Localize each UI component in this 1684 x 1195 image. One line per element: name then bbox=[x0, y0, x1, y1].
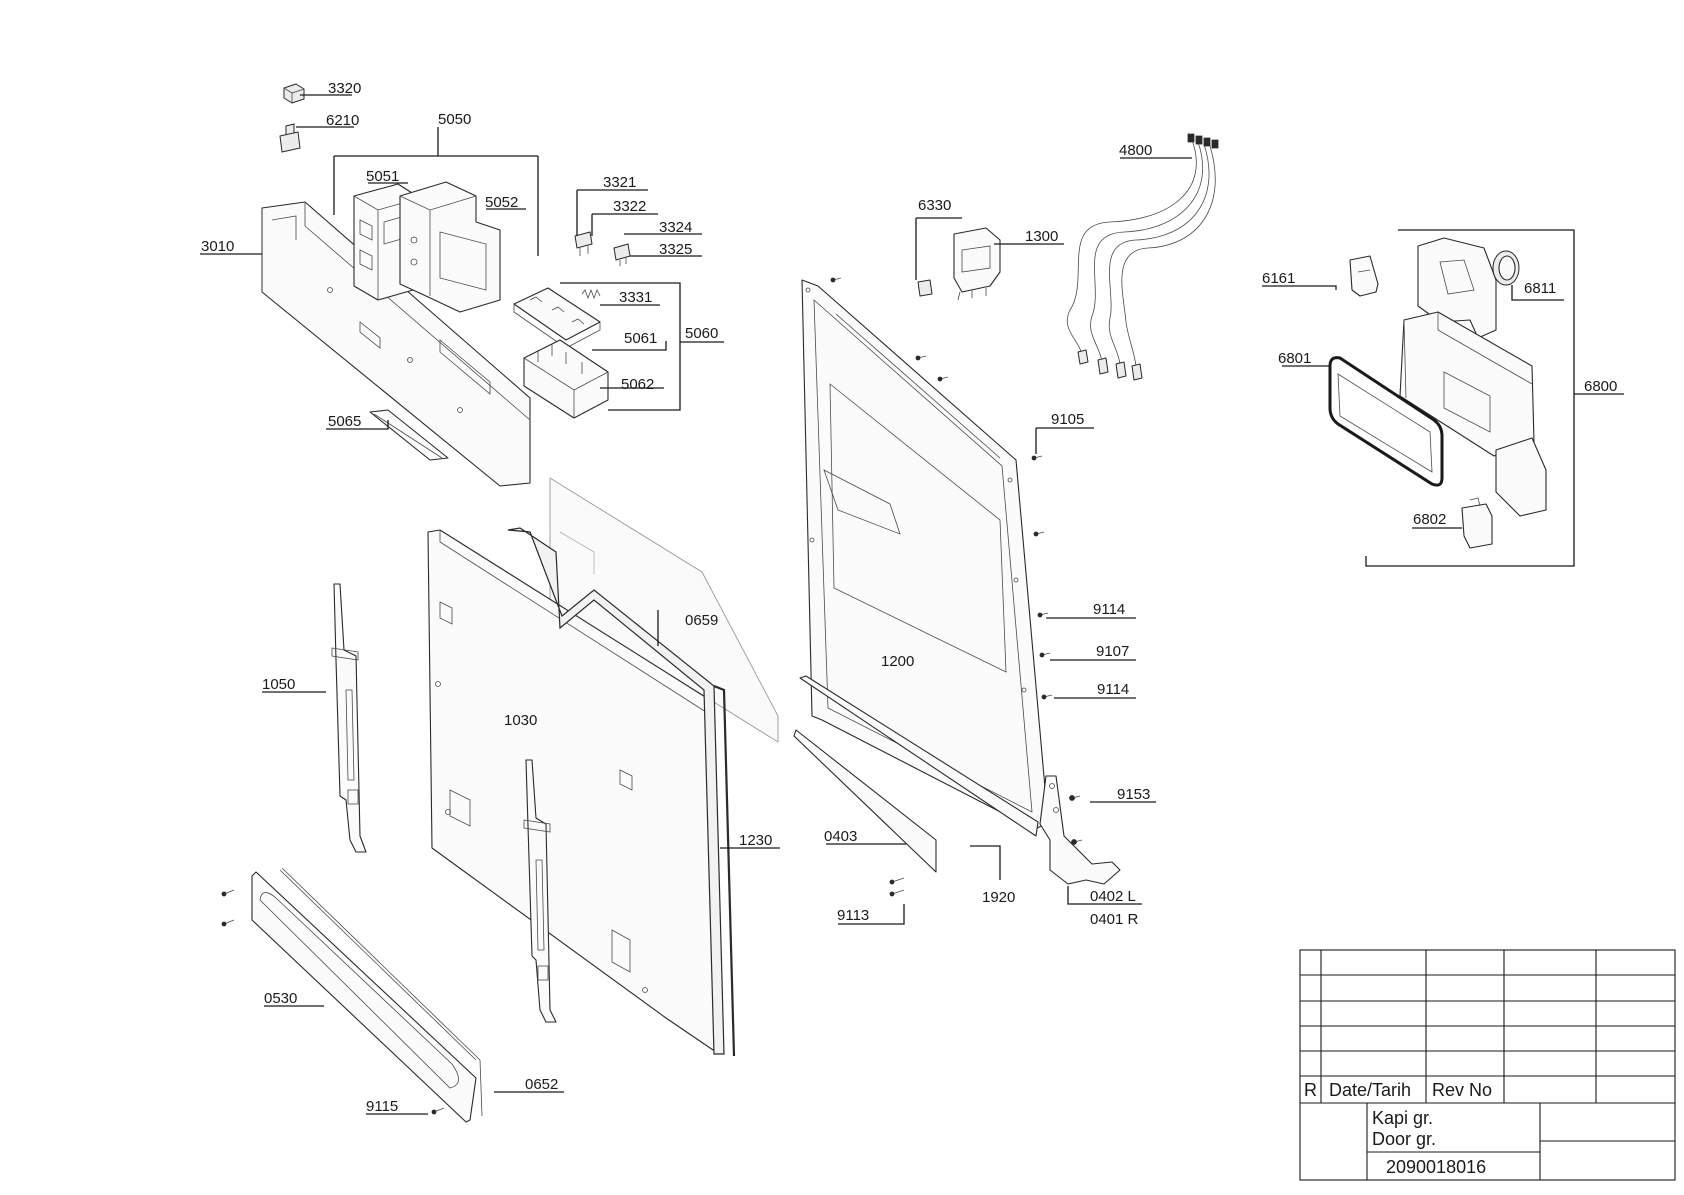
part-5061-board bbox=[513, 287, 601, 349]
label-1200: 1200 bbox=[881, 653, 914, 670]
label-3010: 3010 bbox=[201, 238, 234, 255]
label-6800: 6800 bbox=[1584, 378, 1617, 395]
label-6802: 6802 bbox=[1413, 511, 1446, 528]
part-6801-gasket bbox=[1328, 356, 1444, 487]
label-9114-lower: 9114 bbox=[1097, 681, 1129, 698]
label-0530: 0530 bbox=[264, 990, 297, 1007]
label-9153: 9153 bbox=[1117, 786, 1150, 803]
part-3324-3325-clips bbox=[613, 243, 631, 266]
label-5051: 5051 bbox=[366, 168, 399, 185]
part-6161-cover bbox=[1349, 255, 1379, 297]
part-labels: 3320 6210 5050 5051 5052 3010 3321 3322 … bbox=[201, 80, 1617, 1115]
label-5050: 5050 bbox=[438, 111, 471, 128]
label-5062: 5062 bbox=[621, 376, 654, 393]
part-0652-bar bbox=[281, 867, 483, 1117]
label-4800: 4800 bbox=[1119, 142, 1152, 159]
label-6330: 6330 bbox=[918, 197, 951, 214]
title-block-name-en: Door gr. bbox=[1372, 1129, 1436, 1149]
label-3324: 3324 bbox=[659, 219, 692, 236]
label-9107: 9107 bbox=[1096, 643, 1129, 660]
label-6801: 6801 bbox=[1278, 350, 1311, 367]
label-9105: 9105 bbox=[1051, 411, 1084, 428]
title-block-r: R bbox=[1304, 1080, 1317, 1100]
label-0652: 0652 bbox=[525, 1076, 558, 1093]
title-block-doc-number: 2090018016 bbox=[1386, 1157, 1486, 1177]
label-5052: 5052 bbox=[485, 194, 518, 211]
leader-lines bbox=[200, 94, 1624, 1115]
part-1050-hinge-rail bbox=[331, 583, 367, 853]
label-1300: 1300 bbox=[1025, 228, 1058, 245]
part-6802-valve bbox=[1461, 497, 1493, 549]
label-6161: 6161 bbox=[1262, 270, 1295, 287]
part-1230-seal-profile bbox=[507, 527, 736, 1057]
label-6210: 6210 bbox=[326, 112, 359, 129]
part-3320-knob bbox=[283, 83, 305, 104]
label-3322: 3322 bbox=[613, 198, 646, 215]
part-0530-handle bbox=[251, 869, 477, 1123]
part-6210-selector bbox=[279, 123, 301, 153]
label-9115: 9115 bbox=[366, 1098, 398, 1115]
label-9114-upper: 9114 bbox=[1093, 601, 1125, 618]
label-1030: 1030 bbox=[504, 712, 537, 729]
title-block-date-label: Date/Tarih bbox=[1329, 1080, 1411, 1100]
label-5061: 5061 bbox=[624, 330, 657, 347]
label-5065: 5065 bbox=[328, 413, 361, 430]
title-block: R Date/Tarih Rev No Kapi gr. Door gr. 20… bbox=[1299, 949, 1676, 1181]
screws bbox=[221, 277, 1083, 1115]
part-6811-ring bbox=[1492, 250, 1520, 286]
label-6811: 6811 bbox=[1524, 280, 1556, 297]
label-3321: 3321 bbox=[603, 174, 636, 191]
label-3320: 3320 bbox=[328, 80, 361, 97]
label-9113: 9113 bbox=[837, 907, 869, 924]
part-3331-spring bbox=[581, 288, 601, 300]
part-5052-module bbox=[399, 181, 501, 313]
label-3331: 3331 bbox=[619, 289, 652, 306]
part-6800-dispenser bbox=[1399, 237, 1547, 517]
label-5060: 5060 bbox=[685, 325, 718, 342]
title-block-rev-label: Rev No bbox=[1432, 1080, 1492, 1100]
label-1050: 1050 bbox=[262, 676, 295, 693]
part-5062-key-block bbox=[523, 339, 609, 419]
label-0401-r: 0401 R bbox=[1090, 911, 1139, 928]
part-3010-control-panel bbox=[261, 201, 531, 487]
part-1300-door-lock bbox=[953, 227, 1001, 301]
part-6330-switch bbox=[917, 279, 933, 297]
label-1230: 1230 bbox=[739, 832, 772, 849]
label-0402-l: 0402 L bbox=[1090, 888, 1136, 905]
label-3325: 3325 bbox=[659, 241, 692, 258]
label-1920: 1920 bbox=[982, 889, 1015, 906]
label-0659: 0659 bbox=[685, 612, 718, 629]
part-4800-wire-harness bbox=[1066, 133, 1219, 381]
part-0403-strip bbox=[793, 729, 937, 873]
part-1920-strip bbox=[799, 675, 1039, 837]
part-0402-0401-hinge bbox=[1039, 775, 1121, 885]
part-1200-inner-door bbox=[801, 279, 1049, 831]
title-block-name-tr: Kapi gr. bbox=[1372, 1108, 1433, 1128]
label-0403: 0403 bbox=[824, 828, 857, 845]
part-5065-button-strip bbox=[369, 409, 449, 461]
part-3321-3322-clips bbox=[574, 231, 593, 256]
part-door-hinge-rail bbox=[523, 759, 557, 1023]
